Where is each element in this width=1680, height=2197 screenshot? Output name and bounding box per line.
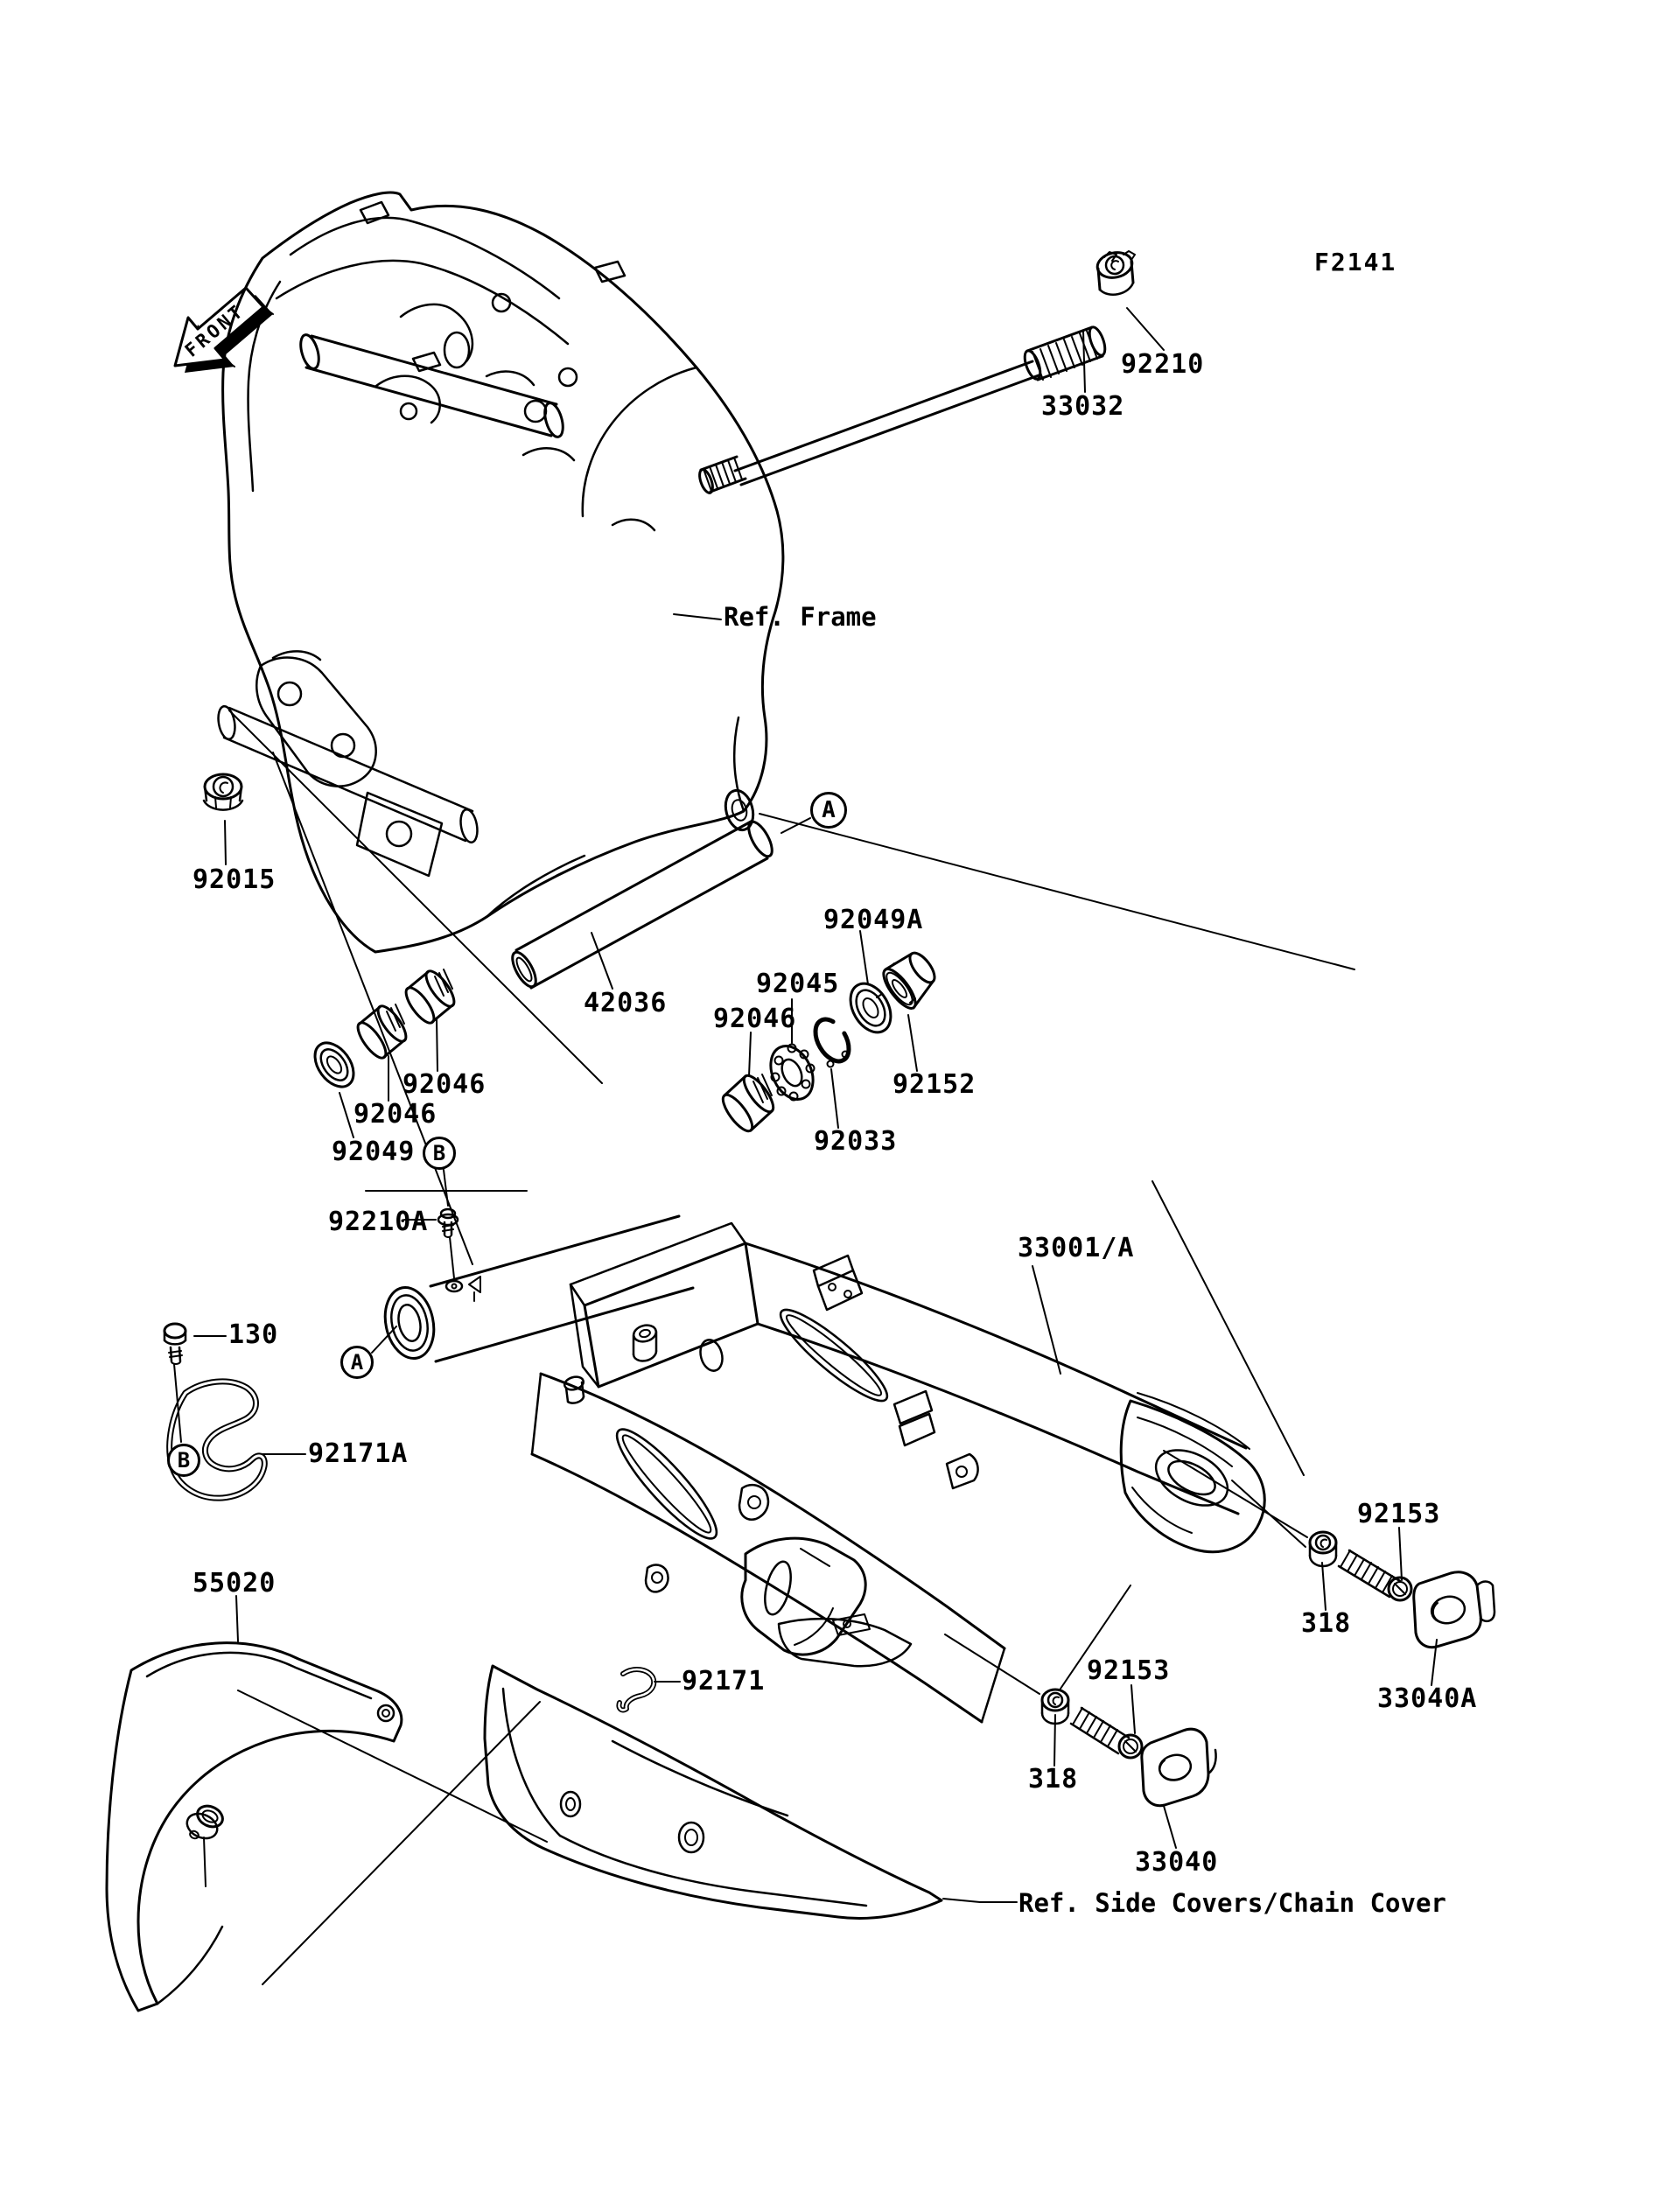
bolt-130 [163, 1322, 187, 1365]
part-label-92153: 92153 [1087, 1655, 1171, 1686]
ref-side-covers-label: Ref. Side Covers/Chain Cover [1018, 1888, 1446, 1918]
collar-42036 [511, 819, 774, 990]
ref-frame-label: Ref. Frame [724, 602, 877, 632]
part-label-92015: 92015 [192, 864, 276, 895]
part-label-130: 130 [228, 1319, 279, 1350]
bolt-92210a [437, 1207, 459, 1238]
leader-lines [173, 307, 1438, 1903]
part-label-42036: 42036 [584, 988, 668, 1018]
adjuster-lower-cluster [1040, 1688, 1217, 1808]
clamp-92171a [166, 1378, 268, 1501]
detail-marker-A: A [340, 1346, 374, 1379]
part-label-55020: 55020 [192, 1568, 276, 1599]
bearing-92046-left-lower [356, 1004, 408, 1060]
part-label-92210A: 92210A [328, 1207, 429, 1237]
part-label-33040A: 33040A [1377, 1683, 1478, 1714]
part-label-92033: 92033 [814, 1126, 898, 1157]
part-label-92210: 92210 [1121, 349, 1205, 380]
sleeve-nut-92152 [876, 951, 936, 1010]
bearing-92045 [769, 1043, 816, 1102]
part-label-92046: 92046 [402, 1069, 486, 1100]
part-label-92171: 92171 [682, 1666, 766, 1697]
swingarm-33001 [383, 1214, 1266, 1724]
cover-55020 [105, 1641, 403, 2012]
part-label-92049A: 92049A [823, 905, 924, 935]
adjuster-upper-cluster [1308, 1530, 1496, 1649]
bearing-92046-left-upper [404, 969, 456, 1025]
indicator-lines [228, 710, 1355, 1985]
part-label-92171A: 92171A [308, 1438, 409, 1469]
detail-marker-A: A [810, 792, 847, 829]
nut-92015 [202, 773, 244, 811]
part-label-92153: 92153 [1357, 1499, 1441, 1529]
detail-marker-B: B [167, 1444, 200, 1477]
seal-92049a [849, 982, 892, 1034]
bearing-92046-mid [721, 1074, 775, 1133]
nut-92210 [1096, 250, 1136, 296]
part-label-33001A: 33001/A [1018, 1233, 1135, 1263]
part-label-92152: 92152 [892, 1069, 976, 1100]
part-label-92045: 92045 [756, 969, 840, 999]
chain-cover-drawing [483, 1664, 943, 1920]
part-label-92049: 92049 [332, 1137, 416, 1167]
screw-92001 [186, 1804, 224, 1840]
pivot-shaft-33032 [698, 325, 1107, 494]
part-label-318: 318 [1301, 1608, 1352, 1639]
seal-92049 [313, 1041, 355, 1088]
part-label-33032: 33032 [1041, 391, 1125, 422]
figure-code: F2141 [1314, 248, 1397, 276]
part-label-33040: 33040 [1135, 1847, 1219, 1878]
part-label-92046: 92046 [713, 1004, 797, 1034]
circlip-92033 [813, 1017, 851, 1068]
part-label-318: 318 [1028, 1764, 1079, 1795]
part-label-92046: 92046 [354, 1099, 438, 1130]
clamp-92171 [616, 1667, 657, 1713]
frame-drawing [217, 191, 785, 954]
detail-marker-B: B [423, 1137, 456, 1170]
